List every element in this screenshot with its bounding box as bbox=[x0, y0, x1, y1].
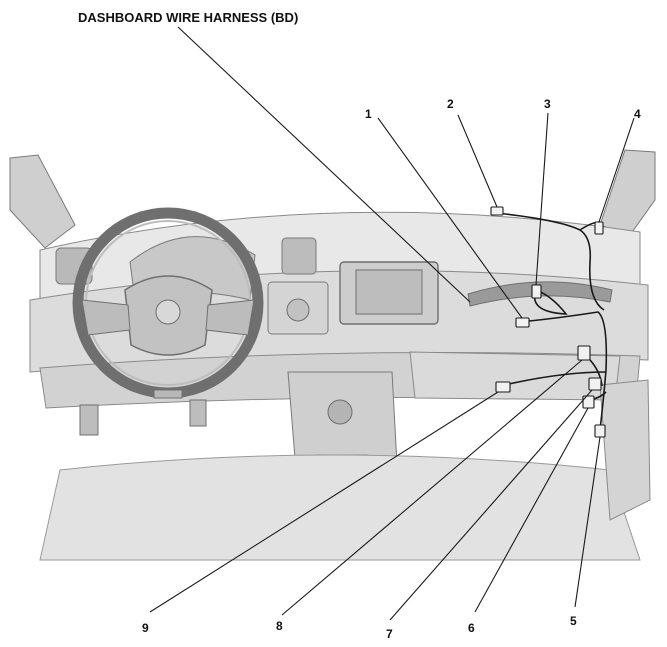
callout-1: 1 bbox=[365, 107, 372, 121]
connector-8 bbox=[577, 345, 591, 361]
leader-9 bbox=[149, 391, 499, 613]
callout-7: 7 bbox=[386, 627, 393, 641]
honda-emblem bbox=[155, 299, 181, 325]
center-vent bbox=[281, 237, 317, 275]
connector-5 bbox=[594, 424, 606, 438]
callout-labels: 1 2 3 4 5 6 7 8 9 bbox=[142, 97, 641, 641]
shift-knob bbox=[327, 399, 353, 425]
callout-5: 5 bbox=[570, 614, 577, 628]
steering-spoke-right bbox=[205, 299, 255, 336]
left-a-pillar bbox=[9, 154, 76, 249]
leader-8 bbox=[281, 359, 583, 616]
leader-5 bbox=[574, 436, 601, 608]
callout-3: 3 bbox=[544, 97, 551, 111]
navigation-screen bbox=[355, 269, 423, 315]
climate-knob bbox=[286, 298, 310, 322]
harness-loop-3 bbox=[533, 289, 568, 315]
connector-3 bbox=[531, 284, 542, 299]
kick-panel-right bbox=[599, 379, 651, 521]
callout-9: 9 bbox=[142, 621, 149, 635]
connector-9 bbox=[495, 381, 511, 393]
callout-4: 4 bbox=[634, 107, 641, 121]
leader-lines bbox=[149, 26, 635, 621]
connector-4 bbox=[594, 221, 604, 235]
callout-6: 6 bbox=[468, 621, 475, 635]
callout-2: 2 bbox=[447, 97, 454, 111]
steering-column bbox=[153, 389, 183, 399]
floor bbox=[39, 454, 641, 561]
steering-spoke-left bbox=[81, 299, 131, 336]
wire-harness bbox=[496, 212, 608, 431]
leader-title bbox=[177, 26, 471, 303]
callout-8: 8 bbox=[276, 619, 283, 633]
pedal-left bbox=[79, 404, 99, 436]
right-a-pillar bbox=[599, 149, 656, 236]
leader-6 bbox=[474, 407, 589, 613]
harness-center-run bbox=[519, 311, 608, 431]
connector-6 bbox=[582, 395, 595, 409]
pedal-right bbox=[189, 399, 207, 427]
leader-1 bbox=[377, 117, 523, 319]
leader-2 bbox=[457, 114, 498, 208]
leader-3 bbox=[535, 112, 549, 286]
dashboard-illustration bbox=[9, 149, 656, 561]
harness-branch-8 bbox=[499, 371, 607, 387]
harness-main-run bbox=[496, 212, 605, 311]
leader-4 bbox=[598, 117, 635, 223]
connector-7 bbox=[588, 377, 602, 391]
diagram-title: DASHBOARD WIRE HARNESS (BD) bbox=[78, 10, 298, 25]
leader-7 bbox=[389, 389, 593, 621]
connector-2 bbox=[490, 206, 504, 216]
connector-1 bbox=[515, 317, 530, 328]
